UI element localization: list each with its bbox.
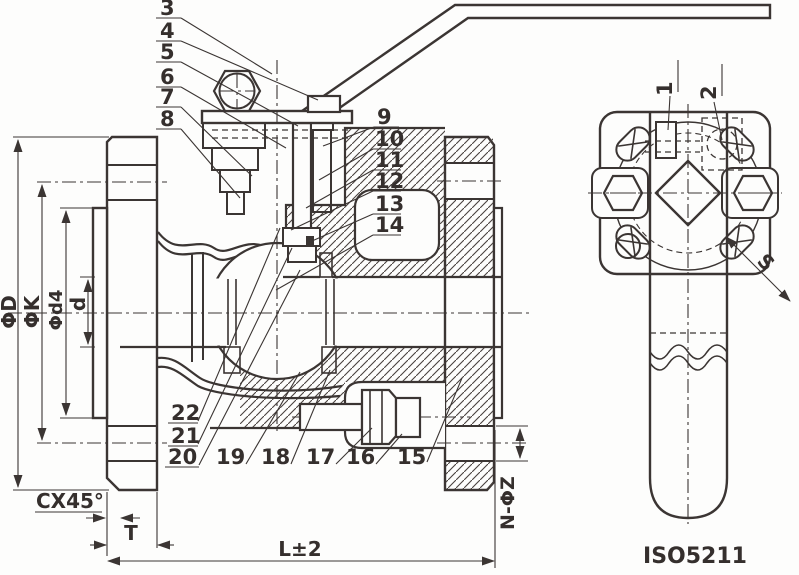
dim-label-face-to-face: L±2: [278, 537, 321, 561]
callout-12: 12: [375, 169, 404, 193]
body-cavity-pocket: [353, 188, 441, 262]
dim-label-thickness: T: [124, 521, 138, 545]
callout-1: 1: [653, 81, 677, 96]
callout-2: 2: [697, 85, 721, 100]
right-flange: [443, 135, 504, 492]
callout-14: 14: [375, 213, 404, 237]
callout-10: 10: [375, 127, 404, 151]
stem-hex-nut: [212, 69, 262, 113]
handle-lever: [299, 3, 772, 125]
pad-fasteners: [645, 117, 743, 171]
dim-label-bolt-circle: ΦK: [20, 294, 44, 328]
dim-label-bore: d: [66, 297, 90, 311]
centerlines: [8, 60, 530, 444]
stem-boss: [306, 94, 342, 114]
view-title: ISO5211: [643, 544, 747, 569]
callout-13: 13: [375, 192, 404, 216]
callouts: 3 4 5 6 7 8 9 10 11 12 13 14 22 21 20 19…: [156, 0, 723, 469]
callout-9: 9: [377, 105, 392, 129]
callout-8: 8: [160, 107, 175, 131]
body-upper-right: [284, 126, 445, 277]
dim-label-raised-face: Φd4: [46, 290, 67, 331]
callout-20: 20: [168, 445, 197, 469]
callout-5: 5: [160, 40, 175, 64]
callout-21: 21: [171, 424, 200, 448]
dim-label-chamfer: CX45°: [36, 489, 104, 513]
callout-6: 6: [160, 65, 175, 89]
dimension-lines: ΦD ΦK Φd4 d CX45° T L±2 N-ΦZ: [0, 136, 528, 568]
callout-17: 17: [306, 445, 335, 469]
dim-label-bolt-holes: N-ΦZ: [497, 476, 519, 530]
callout-11: 11: [375, 148, 404, 172]
callout-15: 15: [397, 445, 426, 469]
iso5211-top-view: S ISO5211: [588, 104, 791, 569]
callout-19: 19: [216, 445, 245, 469]
callout-18: 18: [261, 445, 290, 469]
dim-label-outer-diameter: ΦD: [0, 295, 21, 329]
callout-7: 7: [160, 85, 175, 109]
bore-lines: [120, 275, 502, 349]
body-shell-curves: [157, 231, 343, 400]
callout-4: 4: [160, 19, 175, 43]
drain-plug: [292, 380, 470, 450]
callout-22: 22: [171, 401, 200, 425]
callout-16: 16: [346, 445, 375, 469]
callout-3: 3: [160, 0, 175, 20]
left-flange: [91, 135, 159, 492]
